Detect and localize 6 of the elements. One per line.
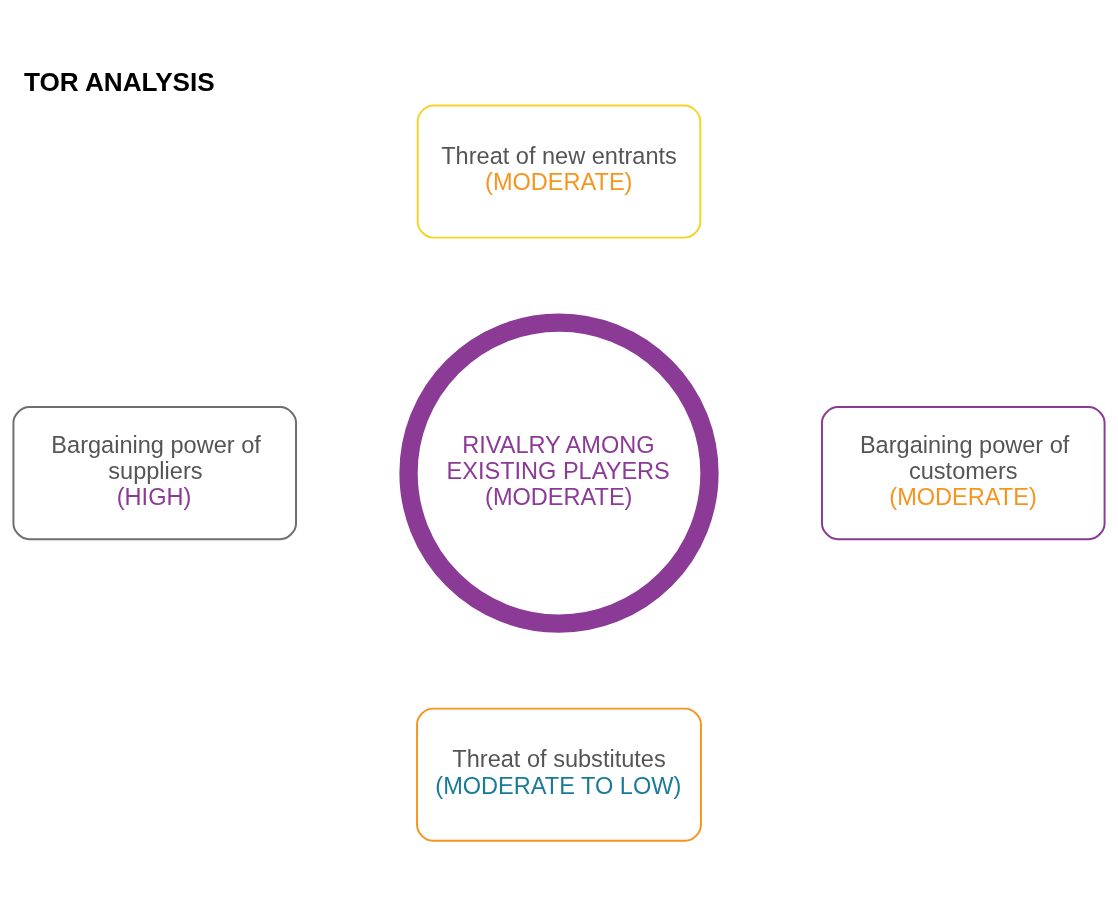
node-box: Bargaining power of customers (MODERATE) [821, 405, 1106, 540]
node-box: Threat of new entrants (MODERATE) [416, 104, 702, 239]
node-box: Threat of substitutes (MODERATE TO LOW) [416, 707, 702, 842]
diagram-title: TOR ANALYSIS [23, 66, 215, 97]
node-box: Bargaining power of suppliers (HIGH) [12, 405, 297, 540]
node-circle: RIVALRY AMONG EXISTING PLAYERS (MODERATE) [399, 313, 719, 633]
